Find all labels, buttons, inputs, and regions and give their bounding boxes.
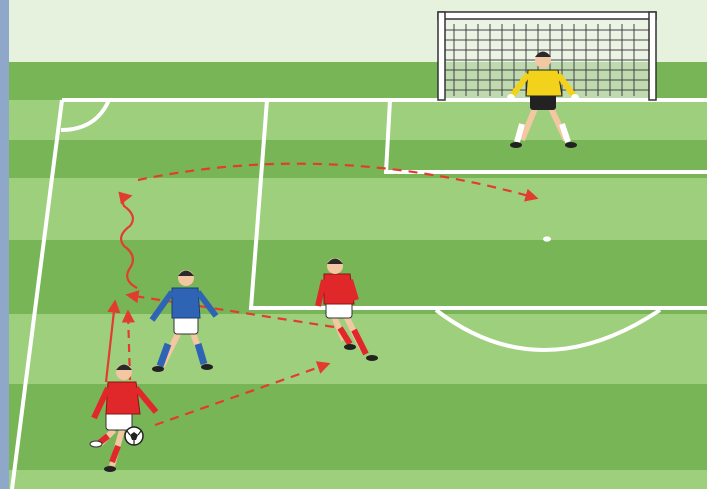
penalty-spot [543,236,551,241]
soccer-ball-icon [125,427,143,445]
left-edge-strip [0,0,9,489]
